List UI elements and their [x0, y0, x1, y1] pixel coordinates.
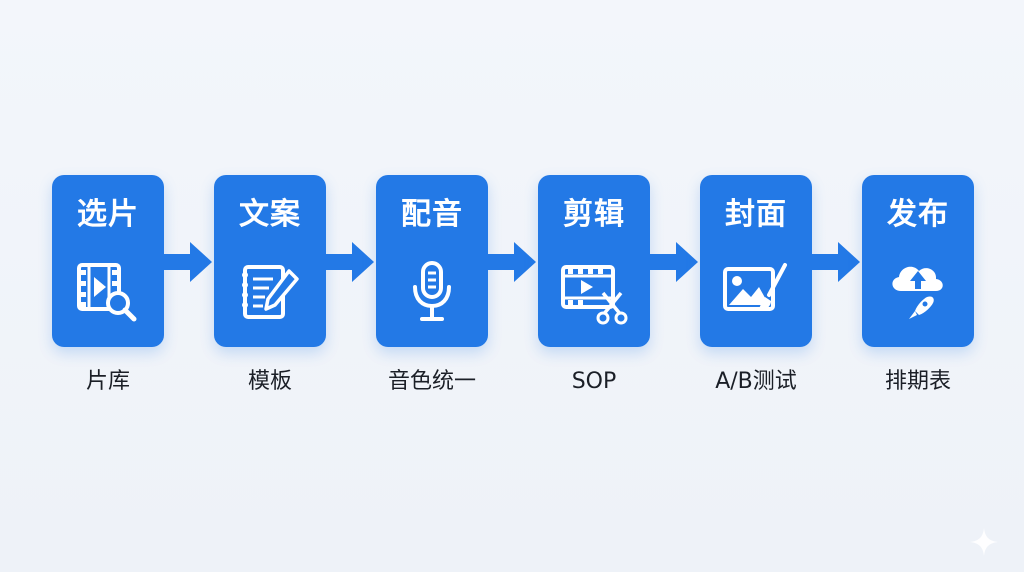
step-card: 文案	[214, 175, 326, 347]
step-card: 剪辑	[538, 175, 650, 347]
arrow-right-icon	[810, 238, 862, 286]
arrow-right-icon	[486, 238, 538, 286]
step-card: 配音	[376, 175, 488, 347]
arrow-right-icon	[162, 238, 214, 286]
step-card: 发布	[862, 175, 974, 347]
sparkle-icon	[968, 526, 1000, 558]
step-title: 剪辑	[563, 197, 625, 232]
arrow-right-icon	[648, 238, 700, 286]
step-caption: 模板	[247, 369, 292, 394]
step-caption: SOP	[571, 369, 617, 394]
step-select: 选片 片库	[52, 175, 164, 394]
step-copywriting: 文案 模板	[214, 175, 326, 394]
step-editing: 剪辑 SO	[538, 175, 650, 394]
step-publish: 发布 排期表	[862, 175, 974, 394]
step-title: 封面	[725, 197, 787, 232]
step-card: 选片	[52, 175, 164, 347]
film-search-icon	[73, 257, 143, 327]
cloud-upload-rocket-icon	[883, 257, 953, 327]
step-caption: 排期表	[884, 369, 951, 394]
step-cover: 封面 A/B测试	[700, 175, 812, 394]
step-caption: A/B测试	[715, 369, 797, 394]
microphone-icon	[397, 257, 467, 327]
step-title: 选片	[77, 197, 139, 232]
notepad-pen-icon	[235, 257, 305, 327]
arrow-right-icon	[324, 238, 376, 286]
step-card: 封面	[700, 175, 812, 347]
step-caption: 音色统一	[387, 369, 476, 394]
step-caption: 片库	[85, 369, 130, 394]
step-title: 配音	[401, 197, 463, 232]
step-title: 文案	[239, 197, 301, 232]
step-title: 发布	[887, 197, 949, 232]
step-voiceover: 配音 音色统一	[376, 175, 488, 394]
image-brush-icon	[721, 257, 791, 327]
film-scissors-icon	[559, 257, 629, 327]
